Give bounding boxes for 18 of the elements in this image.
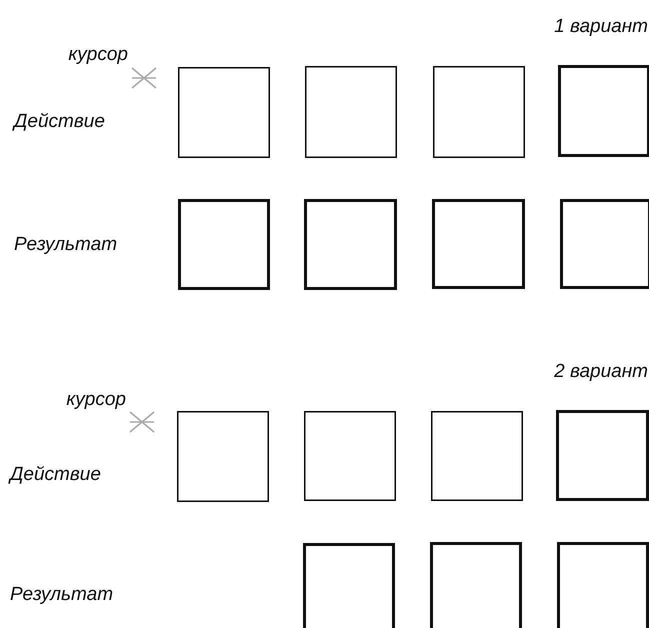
row-label: Результат (14, 234, 118, 256)
empty-square (431, 411, 523, 501)
empty-square (432, 199, 525, 289)
variant-heading: 1 вариант (554, 16, 648, 38)
row-label: Результат (10, 584, 114, 606)
empty-square (177, 411, 269, 502)
empty-square (304, 199, 397, 290)
empty-square (304, 411, 396, 501)
empty-square (178, 67, 270, 158)
cursor-label: курсор (66, 389, 126, 411)
empty-square (305, 66, 397, 158)
cursor-label: курсор (68, 44, 128, 66)
empty-square (178, 199, 270, 290)
variant-heading: 2 вариант (554, 361, 648, 383)
row-label: Действие (10, 464, 101, 486)
empty-square (556, 410, 649, 501)
empty-square (433, 66, 525, 158)
row-label: Действие (14, 111, 105, 133)
